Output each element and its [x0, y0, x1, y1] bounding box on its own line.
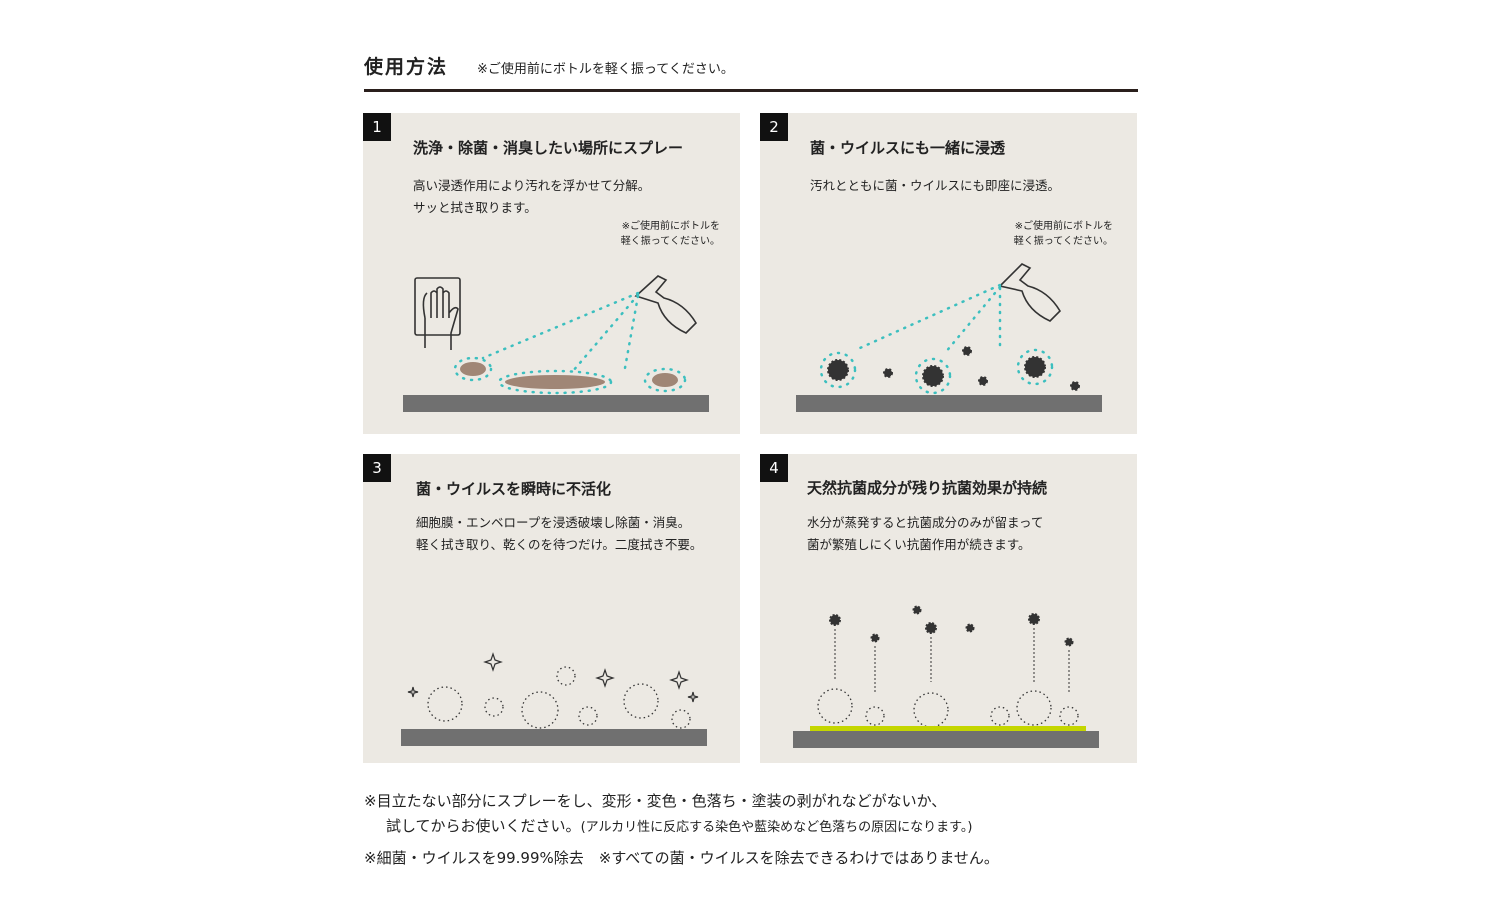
- spray-bottle-icon: [634, 275, 698, 334]
- footer-efficacy-note: ※細菌・ウイルスを99.99%除去 ※すべての菌・ウイルスを除去できるわけではあ…: [364, 849, 999, 867]
- surface-floor: [401, 729, 707, 746]
- header-note: ※ご使用前にボトルを軽く振ってください。: [477, 62, 734, 77]
- page-title: 使用方法: [364, 56, 449, 78]
- step-number: 2: [760, 113, 788, 141]
- spray-bottle-icon: [998, 263, 1062, 322]
- virus-icons: [829, 605, 1074, 647]
- footer-caution-2: 試してからお使いください。(アルカリ性に反応する染色や藍染めなど色落ちの原因にな…: [386, 817, 973, 835]
- step-number: 4: [760, 454, 788, 482]
- step-panel-2: 2 菌・ウイルスにも一緒に浸透 汚れとともに菌・ウイルスにも即座に浸透。 ※ご使…: [760, 113, 1137, 434]
- surface-floor: [403, 395, 709, 412]
- step-title: 菌・ウイルスにも一緒に浸透: [810, 139, 1006, 157]
- falling-arrows: [834, 628, 1070, 694]
- surface-floor: [796, 395, 1102, 412]
- step-title: 洗浄・除菌・消臭したい場所にスプレー: [413, 139, 684, 157]
- footer-caution-1: ※目立たない部分にスプレーをし、変形・変色・色落ち・塗装の剥がれなどがないか、: [364, 792, 947, 810]
- step-description: 汚れとともに菌・ウイルスにも即座に浸透。: [810, 178, 1061, 193]
- step-note: ※ご使用前にボトルを軽く振ってください。: [1013, 221, 1113, 247]
- inactivated-virus-icons: [817, 688, 1079, 728]
- step-note: ※ご使用前にボトルを軽く振ってください。: [620, 221, 720, 247]
- step-panel-4: 4 天然抗菌成分が残り抗菌効果が持続 水分が蒸発すると抗菌成分のみが留まって菌が…: [760, 454, 1137, 763]
- spray-dots: [453, 291, 687, 395]
- step-number: 3: [363, 454, 391, 482]
- step3-illustration: [401, 652, 707, 746]
- step-description: 高い浸透作用により汚れを浮かせて分解。サッと拭き取ります。: [413, 178, 651, 215]
- step4-illustration: [793, 605, 1099, 748]
- inactivated-virus-icons: [427, 666, 691, 729]
- antibacterial-coating: [810, 726, 1086, 731]
- step1-illustration: [403, 275, 709, 412]
- step-panel-1: 1 洗浄・除菌・消臭したい場所にスプレー 高い浸透作用により汚れを浮かせて分解。…: [363, 113, 740, 434]
- virus-icons: [827, 346, 1080, 391]
- step-number: 1: [363, 113, 391, 141]
- dirt-stains: [460, 362, 678, 389]
- step2-illustration: [796, 263, 1102, 412]
- step-title: 天然抗菌成分が残り抗菌効果が持続: [807, 479, 1048, 497]
- wiping-hand-icon: [414, 277, 461, 350]
- step-title: 菌・ウイルスを瞬時に不活化: [416, 480, 612, 498]
- step-description: 水分が蒸発すると抗菌成分のみが留まって菌が繁殖しにくい抗菌作用が続きます。: [807, 515, 1044, 552]
- surface-floor: [793, 731, 1099, 748]
- step-panel-3: 3 菌・ウイルスを瞬時に不活化 細胞膜・エンベロープを浸透破壊し除菌・消臭。軽く…: [363, 454, 740, 763]
- section-header: 使用方法 ※ご使用前にボトルを軽く振ってください。: [364, 50, 1138, 92]
- sparkle-icons: [407, 652, 699, 703]
- step-description: 細胞膜・エンベロープを浸透破壊し除菌・消臭。軽く拭き取り、乾くのを待つだけ。二度…: [416, 515, 703, 552]
